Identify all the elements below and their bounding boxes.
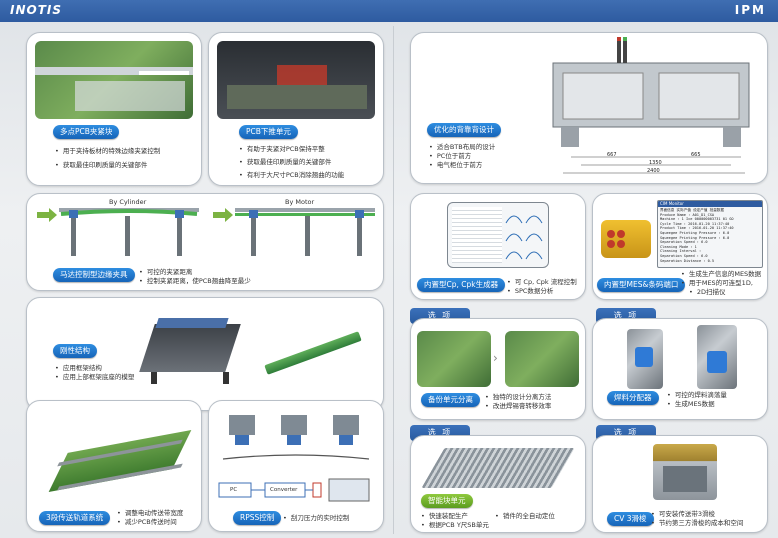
backup-bullets: 独特的设计分离方法 改进焊锡膏转移效率 [485,393,552,411]
card-three-stage: 3段传送轨道系统 调整电动传送带宽度 减少PCB传送时间 [26,400,202,532]
card-mes: CIM Monitor 界面信息 实际产值 设定产值 批量数据 Produce … [592,193,768,300]
rpss-bullets: 刮刀压力的实时控制 [283,514,350,523]
card-cv3: CV 3滑梭 可安装传送带3滑梭 节约第三方滑梭的成本和空间 [592,435,768,533]
smart-block-bullets: 快速装配生产 根据PCB Y尺SB单元 [421,512,489,530]
rpss-label: RPSS控制 [233,511,282,525]
smart-block-image [421,448,575,488]
card-multi-clamp: 多点PCB夹紧块 用于夹持板材的特殊边缘夹紧控制 获取最佳印刷质量的关键部件 [26,32,202,186]
by-motor-caption: By Motor [285,198,315,206]
card-rpss: PC Converter RPSS控制 刮刀压力的实时控制 [208,400,384,532]
solder-label: 焊料分配器 [607,391,659,405]
rigid-label: 刚性结构 [53,344,97,358]
rpss-diagram [218,415,370,502]
smart-block-bullets-right: 销件的全自动定位 [495,512,555,521]
clamp-diagram [37,208,375,256]
card-back-design: 667 665 1350 2400 优化的背靠背设计 适合BTB布局的设计 PC… [410,32,768,184]
card-pcb-push: PCB下推单元 有助于夹紧对PCB保持平整 获取最佳印刷质量的关键部件 有利于大… [208,32,384,186]
pcb-push-label: PCB下推单元 [239,125,298,139]
cim-window-lines: 界面信息 实际产值 设定产值 批量数据 Produce Name : A01_D… [660,208,734,263]
dim-1350: 1350 [649,160,662,166]
top-banner: INOTIS IPM [0,0,778,22]
card-clamp-motor: By Cylinder By Motor 马达控制型边缘夹具 可控的夹紧距离 控… [26,193,384,291]
card-spc: 内置型Cp, Cpk生成器 可 Cp, Cpk 流程控制 SPC数据分析 [410,193,586,300]
conveyor-image [45,421,192,501]
back-to-back-machine-drawing [552,37,750,174]
spc-bullets: 可 Cp, Cpk 流程控制 SPC数据分析 [507,278,577,296]
backup-after-image [505,331,579,387]
three-stage-bullets: 调整电动传送带宽度 减少PCB传送时间 [117,509,184,527]
dim-665: 665 [691,152,701,158]
inotis-logo: INOTIS [10,3,63,17]
by-cylinder-caption: By Cylinder [109,198,147,206]
solder-dispenser-image-1 [627,329,663,389]
smart-block-label: 智能块单元 [421,494,473,508]
card-backup: › 备份单元分离 独特的设计分离方法 改进焊锡膏转移效率 [410,318,586,420]
card-solder: 焊料分配器 可控的焊料滴落量 生成MES数据 [592,318,768,420]
chevron-right-icon: › [493,351,498,365]
barcode-scanner-image [601,220,651,258]
back-design-label: 优化的背靠背设计 [427,123,501,137]
cim-window-titlebar: CIM Monitor [658,201,762,207]
spc-software-screenshot [447,202,549,268]
cv3-shuttle-image [653,444,717,500]
rpss-pc-box: PC [230,487,238,493]
molded-rail-image [264,331,362,375]
pcb-push-photo [217,41,375,119]
backup-label: 备份单元分离 [421,393,480,407]
dim-667: 667 [607,152,617,158]
column-divider [393,26,394,534]
dim-2400: 2400 [647,168,660,174]
backup-before-image [417,331,491,387]
three-stage-label: 3段传送轨道系统 [39,511,111,525]
multi-clamp-photo [35,41,193,119]
multi-clamp-bullets: 用于夹持板材的特殊边缘夹紧控制 获取最佳印刷质量的关键部件 [55,147,161,170]
spc-label: 内置型Cp, Cpk生成器 [417,278,506,292]
cim-monitor-window: CIM Monitor 界面信息 实际产值 设定产值 批量数据 Produce … [657,200,763,268]
cv3-bullets: 可安装传送带3滑梭 节约第三方滑梭的成本和空间 [651,510,744,528]
multi-clamp-label: 多点PCB夹紧块 [53,125,120,139]
pcb-push-bullets: 有助于夹紧对PCB保持平整 获取最佳印刷质量的关键部件 有利于大尺寸PCB消除翘… [239,145,344,180]
ipm-brand: IPM [734,3,766,17]
rpss-converter-box: Converter [270,487,298,493]
mes-label: 内置型MES&条码端口 [597,278,686,292]
solder-bullets: 可控的焊料滴落量 生成MES数据 [667,391,727,409]
back-design-bullets: 适合BTB布局的设计 PC位于前方 电气柜位于前方 [429,143,495,170]
mes-bullets: 生成生产信息的MES数据 用于MES的可连型1D, 2D扫描仪 [681,270,761,297]
solder-dispenser-image-2 [697,325,737,389]
rigid-bullets: 应用框架结构 应用上部框架底座的模塑 [55,364,135,382]
card-rigid: 刚性结构 应用框架结构 应用上部框架底座的模塑 [26,297,384,411]
clamp-motor-label: 马达控制型边缘夹具 [53,268,135,282]
frame-structure-image [135,308,245,390]
clamp-motor-bullets: 可控的夹紧距离 控制夹紧距离，使PCB翘曲降至最少 [139,268,251,286]
cv3-label: CV 3滑梭 [607,512,654,526]
card-smart-block: 智能块单元 快速装配生产 根据PCB Y尺SB单元 销件的全自动定位 [410,435,586,533]
